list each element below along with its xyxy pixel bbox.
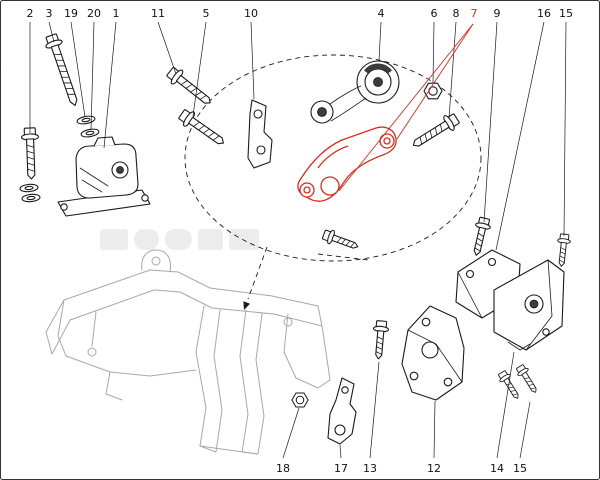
callout-4[interactable]: 4 (378, 7, 385, 20)
leader-15-top (563, 21, 567, 237)
part-bolt-11 (164, 64, 216, 111)
leader-18 (282, 407, 300, 459)
leader-19 (70, 21, 86, 118)
callout-3[interactable]: 3 (46, 7, 53, 20)
leader-16 (495, 21, 545, 251)
part-bracket-7-highlighted[interactable] (297, 126, 397, 202)
callout-15-top[interactable]: 15 (559, 7, 573, 20)
callout-12[interactable]: 12 (427, 462, 441, 475)
subframe-drawing (45, 249, 331, 455)
leader-13 (369, 361, 380, 459)
callout-9[interactable]: 9 (494, 7, 501, 20)
leader-20 (90, 21, 95, 131)
leader-15-bottom (519, 401, 531, 459)
leader-1 (103, 21, 117, 149)
leader-17 (339, 444, 342, 459)
callout-5[interactable]: 5 (203, 7, 210, 20)
leader-10 (250, 21, 255, 100)
part-bolt-5 (176, 106, 229, 151)
leader-9 (483, 21, 498, 223)
watermark (100, 229, 259, 250)
callout-16[interactable]: 16 (537, 7, 551, 20)
part-washer-19 (75, 114, 97, 126)
leader-11 (157, 21, 177, 75)
callout-11[interactable]: 11 (151, 7, 165, 20)
leader-14 (496, 351, 515, 459)
leader-4 (378, 21, 382, 61)
part-bolt-13 (370, 319, 390, 361)
location-arrow-head (243, 301, 250, 310)
leader-8 (448, 21, 457, 119)
callout-10[interactable]: 10 (244, 7, 258, 20)
part-washer (19, 183, 39, 193)
part-bracket-12 (401, 305, 465, 401)
callout-13[interactable]: 13 (363, 462, 377, 475)
part-bolt-9 (468, 215, 493, 258)
part-washer (21, 193, 41, 203)
callout-7-highlighted[interactable]: 7 (471, 7, 478, 20)
callout-6[interactable]: 6 (431, 7, 438, 20)
callout-14[interactable]: 14 (490, 462, 504, 475)
leader-7-a (396, 23, 474, 140)
callout-8[interactable]: 8 (453, 7, 460, 20)
part-bracket-10 (247, 99, 273, 169)
part-engine-mount-1 (57, 136, 151, 217)
part-bolt-3 (42, 32, 84, 109)
part-washer-20 (79, 127, 101, 139)
part-bolt-15-b (514, 362, 542, 396)
leader-12 (433, 400, 436, 459)
callout-18[interactable]: 18 (276, 462, 290, 475)
leader-7-b (338, 23, 474, 192)
callout-17[interactable]: 17 (334, 462, 348, 475)
leader-3 (48, 21, 55, 43)
leader-lines (29, 21, 567, 459)
part-stud (320, 227, 361, 254)
callout-2[interactable]: 2 (27, 7, 34, 20)
part-nut-18 (291, 392, 309, 408)
callout-15-bottom[interactable]: 15 (513, 462, 527, 475)
grouping-dashed-circle (184, 54, 482, 262)
callout-numbers: 2 3 19 20 1 11 5 10 4 6 8 7 9 16 15 18 1… (27, 7, 574, 475)
part-nut-6 (423, 82, 443, 100)
part-bracket-17 (327, 377, 357, 445)
leader-6 (432, 21, 435, 84)
location-arrow-line (247, 246, 268, 300)
part-bolt-8 (408, 110, 462, 154)
leader-5 (192, 21, 207, 117)
callout-1[interactable]: 1 (113, 7, 120, 20)
part-bolt-2 (20, 127, 41, 180)
part-bolt-15-top (554, 233, 572, 268)
part-torque-rod-4 (310, 60, 400, 124)
callout-20[interactable]: 20 (87, 7, 101, 20)
callout-19[interactable]: 19 (64, 7, 78, 20)
part-bracket-14 (493, 259, 565, 351)
